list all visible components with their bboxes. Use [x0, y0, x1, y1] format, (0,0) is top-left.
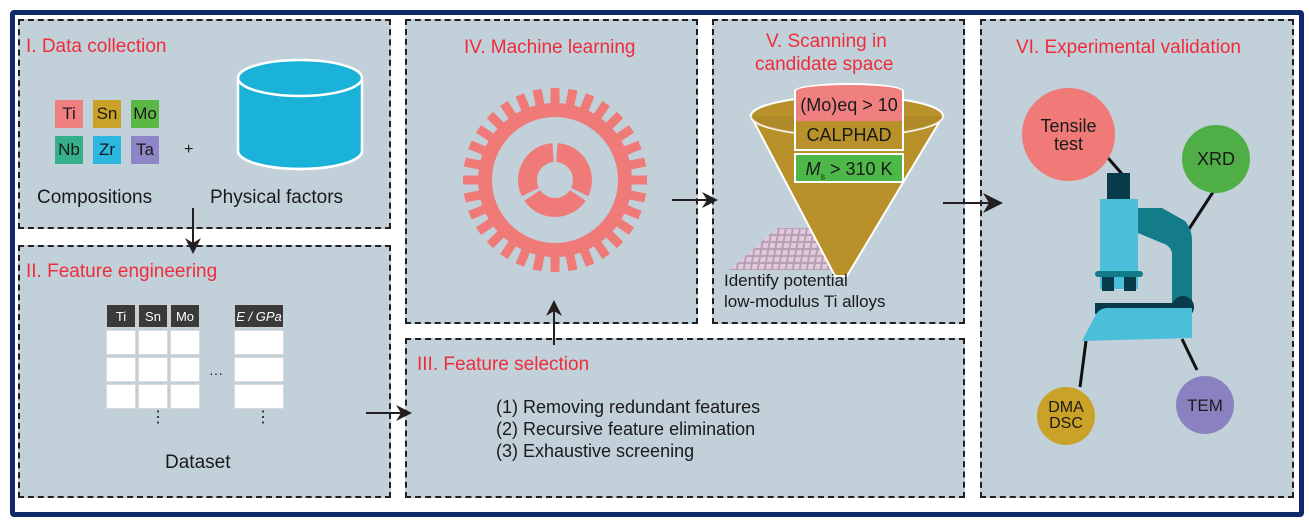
table-cell — [234, 384, 284, 409]
table-cell — [106, 357, 136, 382]
table-cell — [106, 384, 136, 409]
result-line1: Identify potential — [724, 271, 848, 290]
filter-label-sub: s — [820, 171, 825, 182]
method-label: XRD — [1196, 149, 1235, 169]
panel-title: II. Feature engineering — [26, 261, 218, 282]
arrow-scanning-to-validation — [943, 193, 1003, 213]
vertical-ellipsis-left: ⋮ — [150, 409, 166, 426]
gear-ring — [478, 103, 632, 257]
gear-tooth — [550, 252, 560, 272]
panel-title-line2: candidate space — [755, 54, 894, 75]
gear-hub-segment — [556, 143, 592, 197]
arrow-selection-to-ml — [546, 300, 562, 345]
dataset-label: Dataset — [165, 452, 231, 473]
microscope-icon — [1082, 173, 1194, 341]
panel-title: VI. Experimental validation — [1016, 37, 1241, 58]
filter-calphad: CALPHAD — [794, 121, 904, 151]
arrow-engineering-to-selection — [366, 405, 412, 421]
element-tile-zr: Zr — [93, 136, 121, 164]
method-tensile-test: Tensile test — [1022, 88, 1115, 181]
method-xrd: XRD — [1182, 125, 1250, 193]
database-icon — [236, 58, 364, 171]
filter-label: CALPHAD — [806, 125, 892, 145]
filter-ms-temperature: Ms > 310 K — [794, 153, 904, 183]
physical-factors-label: Physical factors — [210, 187, 344, 208]
filter-label: (Mo)eq > 10 — [800, 95, 898, 115]
method-label: DSC — [1049, 415, 1083, 432]
panel-title: III. Feature selection — [417, 354, 590, 375]
table-header-ti: Ti — [106, 304, 136, 328]
panel-feature-selection: III. Feature selection (1) Removing redu… — [405, 338, 965, 498]
panel-experimental-validation: VI. Experimental validation Tensile test… — [980, 19, 1294, 498]
gear-tooth — [463, 175, 483, 185]
panel-scanning: V. Scanning in candidate space (Mo)eq > … — [712, 19, 965, 324]
vertical-ellipsis-right: ⋮ — [255, 409, 271, 426]
table-cell — [138, 357, 168, 382]
method-tem: TEM — [1176, 376, 1234, 434]
filter-label-main: M — [805, 159, 821, 179]
table-header-sn: Sn — [138, 304, 168, 328]
gear-hub-segment — [524, 190, 586, 217]
element-tile-sn: Sn — [93, 100, 121, 128]
filter-label: Ms > 310 K — [796, 159, 902, 182]
filter-stack: (Mo)eq > 10 CALPHAD Ms > 310 K — [794, 83, 904, 183]
arrow-data-to-engineering — [185, 208, 201, 254]
table-cell — [234, 330, 284, 355]
method-label: TEM — [1187, 395, 1223, 415]
method-label: DMA — [1048, 399, 1084, 416]
selection-step: (2) Recursive feature elimination — [496, 419, 756, 439]
gear-icon — [463, 88, 647, 272]
compositions-label: Compositions — [37, 187, 153, 208]
method-label: Tensile — [1040, 115, 1097, 136]
table-cell — [138, 384, 168, 409]
table-cell — [170, 384, 200, 409]
arrow-ml-to-scanning — [672, 192, 718, 208]
element-tile-ti: Ti — [55, 100, 83, 128]
table-header-mo: Mo — [170, 304, 200, 328]
filter-label-rest: > 310 K — [824, 159, 893, 179]
panel-feature-engineering: II. Feature engineering Ti Sn Mo E / GPa… — [18, 245, 391, 498]
element-tile-ta: Ta — [131, 136, 159, 164]
gear-tooth — [627, 175, 647, 185]
panel-title: IV. Machine learning — [464, 37, 636, 58]
panel-title-line1: V. Scanning in — [766, 31, 887, 52]
method-label: test — [1053, 133, 1083, 154]
element-tile-mo: Mo — [131, 100, 159, 128]
table-cell — [234, 357, 284, 382]
table-header-modulus: E / GPa — [234, 304, 284, 328]
plus-sign: + — [184, 141, 194, 158]
panel-data-collection: I. Data collection Ti Sn Mo Nb Zr Ta + C… — [18, 19, 391, 229]
table-cell — [170, 357, 200, 382]
panel-title: I. Data collection — [26, 36, 167, 57]
panel-machine-learning: IV. Machine learning — [405, 19, 698, 324]
gear-hub-segment — [518, 143, 554, 197]
filter-mo-equivalent: (Mo)eq > 10 — [794, 91, 904, 121]
horizontal-ellipsis: ··· — [209, 365, 223, 381]
element-tile-nb: Nb — [55, 136, 83, 164]
result-line2: low-modulus Ti alloys — [724, 292, 886, 311]
table-cell — [106, 330, 136, 355]
method-dma-dsc: DMA DSC — [1037, 387, 1095, 445]
selection-step: (3) Exhaustive screening — [496, 441, 695, 461]
gear-tooth — [550, 88, 560, 108]
table-cell — [138, 330, 168, 355]
table-cell — [170, 330, 200, 355]
selection-step: (1) Removing redundant features — [496, 397, 761, 417]
